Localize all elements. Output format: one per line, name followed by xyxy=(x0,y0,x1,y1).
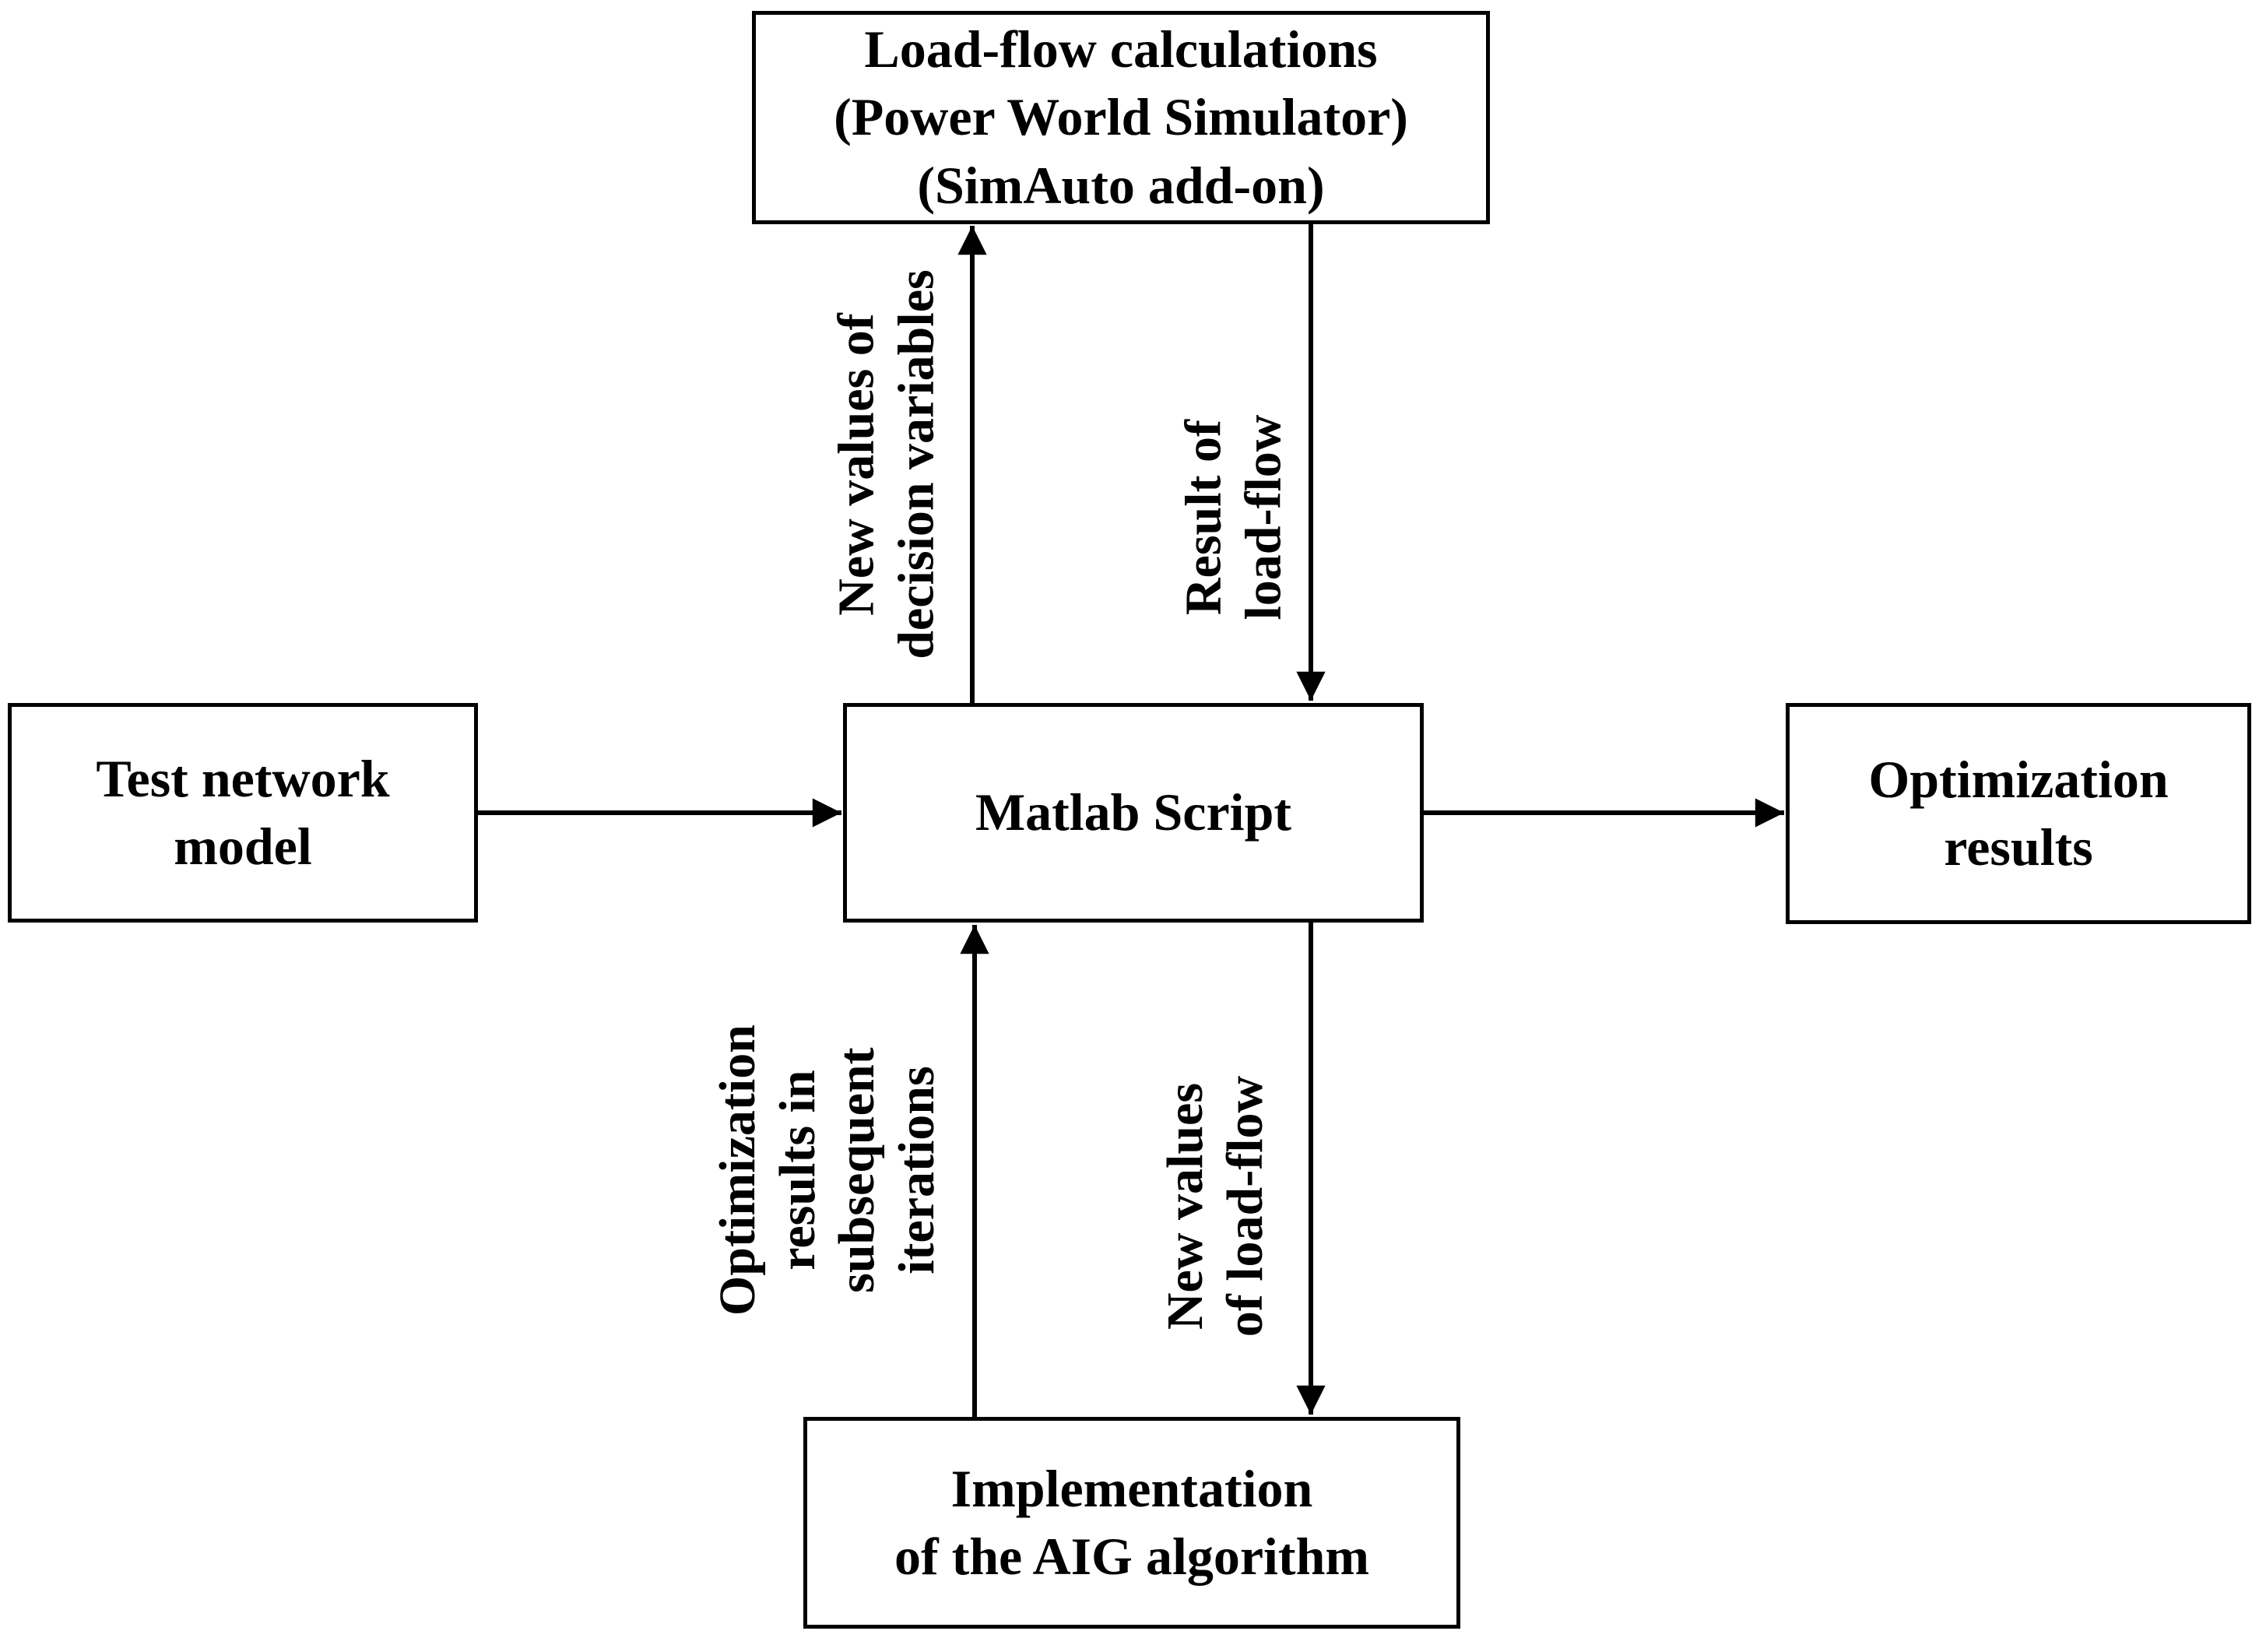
box-optimization-results-label: Optimization results xyxy=(1868,749,2169,877)
box-matlab-script-label: Matlab Script xyxy=(975,782,1292,842)
box-test-network-model-label: Test network model xyxy=(96,748,390,876)
edge-label-optimization-results-subsequent-iterations-text: Optimization results in subsequent itera… xyxy=(708,1025,945,1316)
box-matlab-script: Matlab Script xyxy=(843,703,1424,923)
edge-label-new-values-of-decision-variables-text: New values of decision variables xyxy=(827,269,945,660)
box-aig-implementation: Implementation of the AIG algorithm xyxy=(803,1417,1460,1629)
box-load-flow-calculations-label: Load-flow calculations (Power World Simu… xyxy=(834,19,1408,215)
box-test-network-model: Test network model xyxy=(8,703,478,923)
edge-label-result-of-load-flow-text: Result of load-flow xyxy=(1175,415,1291,620)
box-optimization-results: Optimization results xyxy=(1786,703,2251,924)
box-aig-implementation-label: Implementation of the AIG algorithm xyxy=(894,1458,1370,1586)
edge-label-new-values-of-load-flow-text: New values of load-flow xyxy=(1157,1076,1274,1337)
box-load-flow-calculations: Load-flow calculations (Power World Simu… xyxy=(752,11,1490,224)
